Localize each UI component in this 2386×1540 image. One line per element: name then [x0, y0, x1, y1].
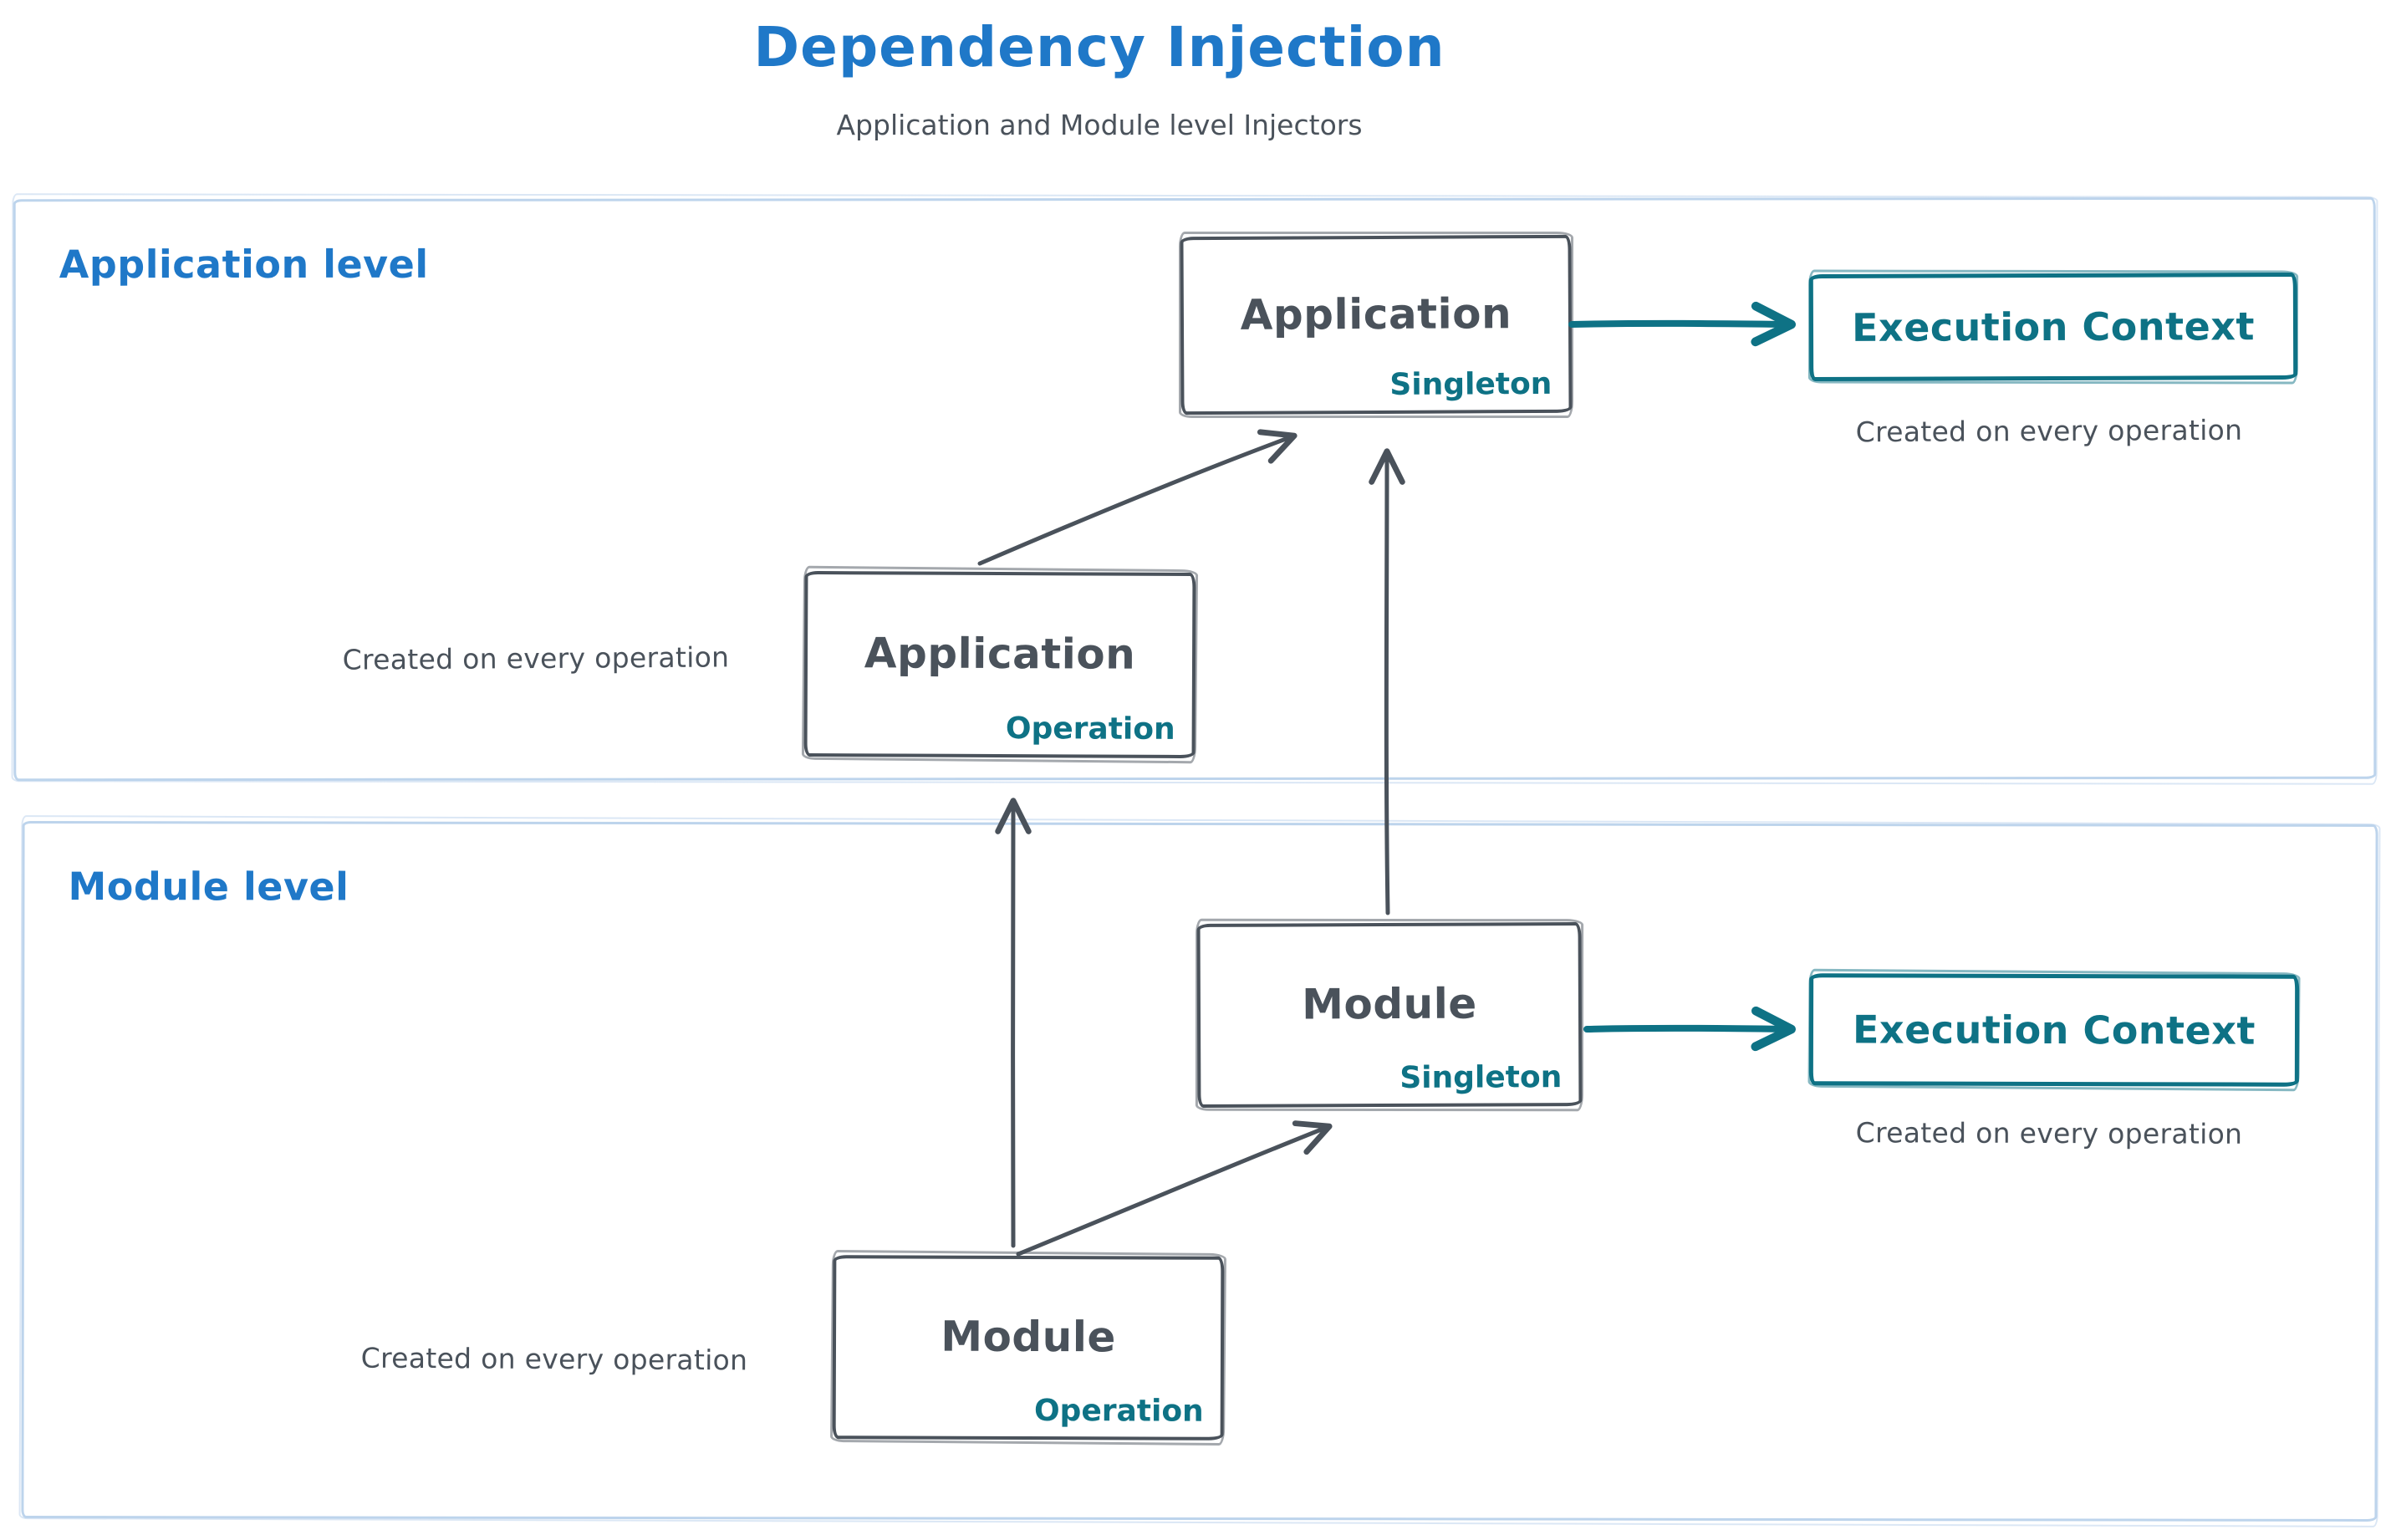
- diagram-title: Dependency Injection: [753, 15, 1445, 79]
- module-singleton-title: Module: [1302, 979, 1477, 1029]
- module-execution-context-box: Execution Context: [1808, 973, 2300, 1087]
- application-singleton-title: Application: [1240, 288, 1512, 339]
- application-singleton-tag: Singleton: [1389, 366, 1552, 402]
- module-operation-tag: Operation: [1033, 1394, 1204, 1429]
- module-operation-title: Module: [941, 1312, 1116, 1362]
- application-operation-caption: Created on every operation: [342, 640, 730, 676]
- module-singleton-box: Module Singleton: [1196, 921, 1583, 1109]
- application-operation-tag: Operation: [1005, 711, 1175, 747]
- application-singleton-box: Application Singleton: [1180, 234, 1573, 416]
- module-operation-caption: Created on every operation: [360, 1341, 748, 1377]
- application-execution-context-box: Execution Context: [1808, 272, 2298, 382]
- module-execution-context-caption: Created on every operation: [1855, 1116, 2243, 1150]
- application-operation-box: Application Operation: [803, 570, 1196, 759]
- module-singleton-tag: Singleton: [1399, 1060, 1563, 1095]
- diagram-subtitle: Application and Module level Injectors: [836, 109, 1363, 141]
- application-level-label: Application level: [59, 241, 429, 288]
- application-execution-context-label: Execution Context: [1851, 303, 2256, 350]
- application-execution-context-caption: Created on every operation: [1855, 413, 2243, 449]
- application-operation-title: Application: [864, 629, 1136, 679]
- module-level-label: Module level: [68, 864, 349, 910]
- module-operation-box: Module Operation: [832, 1255, 1225, 1441]
- module-execution-context-label: Execution Context: [1852, 1007, 2256, 1053]
